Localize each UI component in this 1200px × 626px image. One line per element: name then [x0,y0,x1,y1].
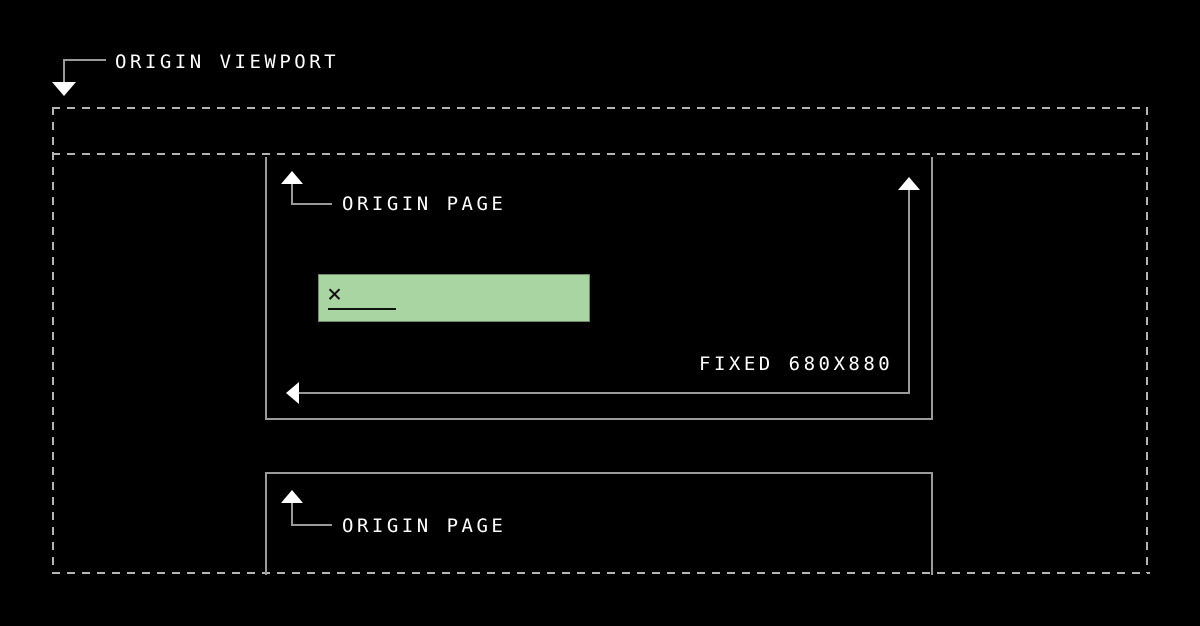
viewport-edge-left [52,107,54,573]
connector-line [63,59,65,83]
up-arrowhead-icon [898,177,920,190]
page-box-top [265,157,933,420]
click-underline [328,308,396,310]
viewport-origin-label: ORIGIN VIEWPORT [115,51,340,73]
connector-line [64,59,106,61]
viewport-edge-right [1146,107,1148,573]
left-arrowhead-icon [286,382,299,404]
down-arrowhead-icon [52,82,76,96]
connector-line [291,203,332,205]
viewport-edge-top [52,107,1148,109]
fixed-size-label: FIXED 680X880 [699,353,894,375]
connector-line [291,184,293,205]
dimension-line-vertical [908,190,910,394]
page-origin-label-top: ORIGIN PAGE [342,193,507,215]
highlight-box: × [318,274,590,322]
page-origin-label-bottom: ORIGIN PAGE [342,515,507,537]
up-arrowhead-icon [281,171,303,184]
dimension-line-horizontal [298,392,910,394]
connector-line [291,524,332,526]
viewport-scroll-divider [52,153,1148,155]
up-arrowhead-icon [281,490,303,503]
connector-line [291,503,293,526]
viewport-edge-bottom [52,572,1150,574]
click-mark: × [327,279,343,308]
page-box-bottom [265,472,933,575]
